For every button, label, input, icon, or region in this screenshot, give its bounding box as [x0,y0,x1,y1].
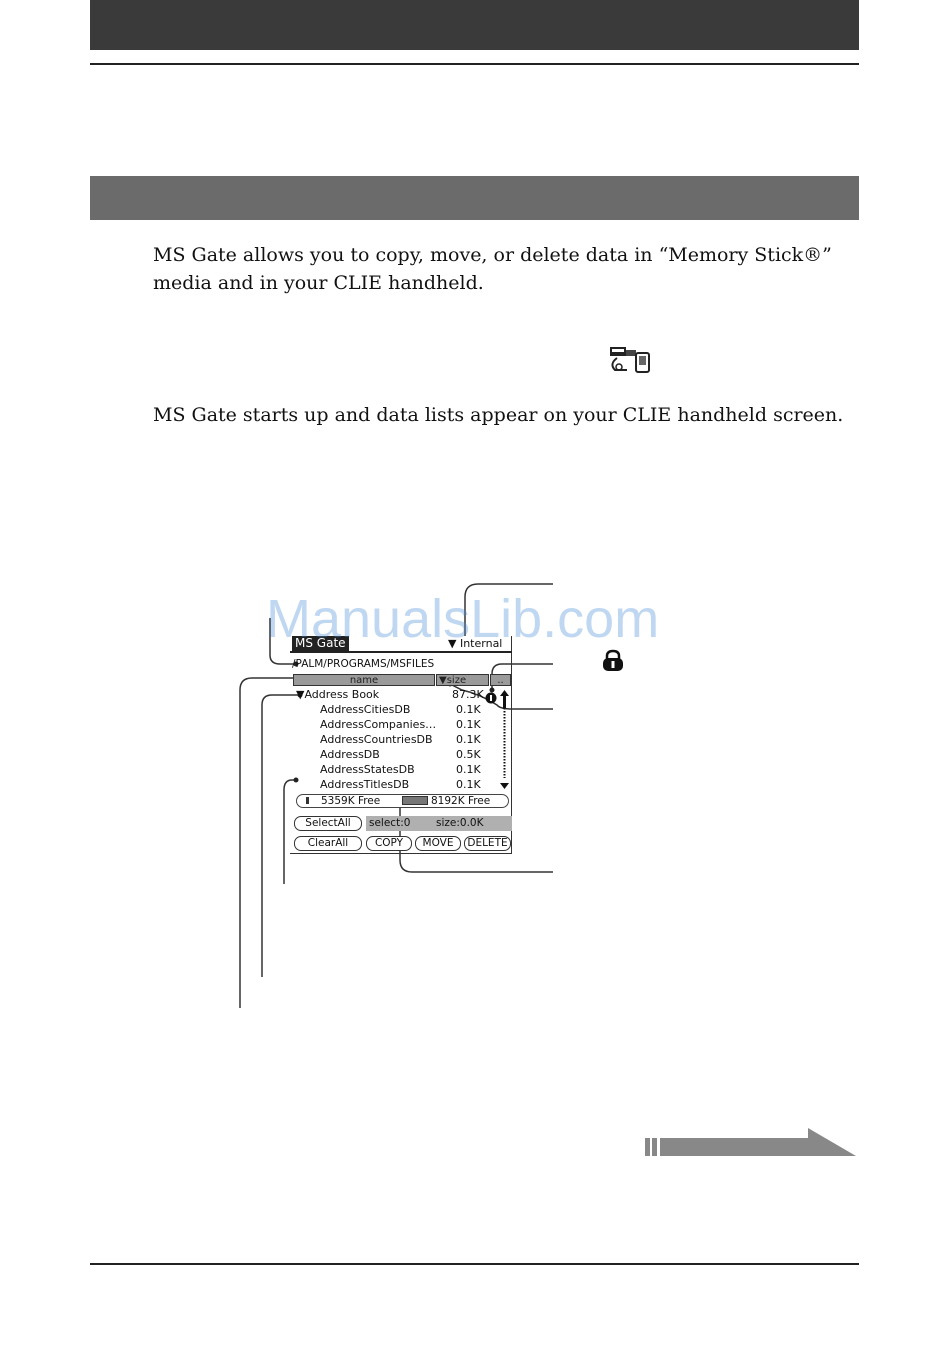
scroll-down-icon [500,783,509,789]
selection-info: select:0 size:0.0K [366,816,512,831]
select-size: size:0.0K [436,817,484,829]
group-label: Address Book [304,688,380,701]
expand-triangle-icon: ▼ [296,688,305,701]
select-all-button[interactable]: SelectAll [294,816,362,831]
intro-line-1: MS Gate allows you to copy, move, or del… [153,244,832,266]
delete-button[interactable]: DELETE [464,836,511,851]
startup-text: MS Gate starts up and data lists appear … [153,404,844,426]
name-column-header[interactable]: name [293,674,435,686]
move-button[interactable]: MOVE [415,836,461,851]
size-column-label: size [446,675,467,686]
ms-free-text: 5359K Free [321,795,381,807]
dropdown-triangle-icon: ▼ [448,637,457,650]
group-size: 87.3K [452,688,484,701]
list-item[interactable]: AddressDB [320,748,380,761]
footer-rule [90,1263,859,1265]
group-row-address-book[interactable]: ▼Address Book [296,688,379,702]
list-item[interactable]: AddressCompanies… [320,718,437,731]
header-bar [90,0,859,50]
list-item[interactable]: AddressStatesDB [320,763,415,776]
list-item[interactable]: AddressCitiesDB [320,703,411,716]
lock-status-icon [485,689,497,704]
list-item-size: 0.5K [456,748,481,761]
list-item-size: 0.1K [456,718,481,731]
intro-line-2: media and in your CLIE handheld. [153,272,484,294]
scroll-up-icon [500,690,509,696]
clear-all-button[interactable]: ClearAll [294,836,362,851]
current-path: /PALM/PROGRAMS/MSFILES [292,658,435,670]
ms-free-gauge [306,797,309,804]
ms-gate-app-icon [607,344,653,374]
device-screen [290,636,512,854]
internal-free-gauge [402,796,428,805]
scrollbar[interactable] [500,690,509,790]
list-item-size: 0.1K [456,733,481,746]
list-item[interactable]: AddressCountriesDB [320,733,433,746]
sort-triangle-icon: ▼ [439,675,447,686]
list-item[interactable]: AddressTitlesDB [320,778,410,791]
parent-folder-label: .. [497,675,504,686]
list-item-size: 0.1K [456,763,481,776]
header-rule [90,63,859,65]
list-item-size: 0.1K [456,703,481,716]
parent-folder-button[interactable]: .. [490,674,511,686]
watermark: ManualsLib.com [266,589,660,649]
app-title: MS Gate [292,636,349,651]
lock-icon [600,649,626,673]
size-column-header[interactable]: ▼size [436,674,489,686]
drive-selector[interactable]: ▼ Internal [448,636,502,651]
copy-button[interactable]: COPY [366,836,412,851]
internal-free-text: 8192K Free [431,795,491,807]
continue-arrow-icon [645,1128,857,1158]
intro-paragraph: MS Gate allows you to copy, move, or del… [153,241,853,297]
section-heading-bar [90,176,859,220]
drive-label: Internal [459,637,503,650]
name-column-label: name [349,675,379,686]
select-count: select:0 [369,817,411,829]
title-rule [290,651,512,653]
free-space-bar: 5359K Free 8192K Free [296,794,509,808]
list-item-size: 0.1K [456,778,481,791]
